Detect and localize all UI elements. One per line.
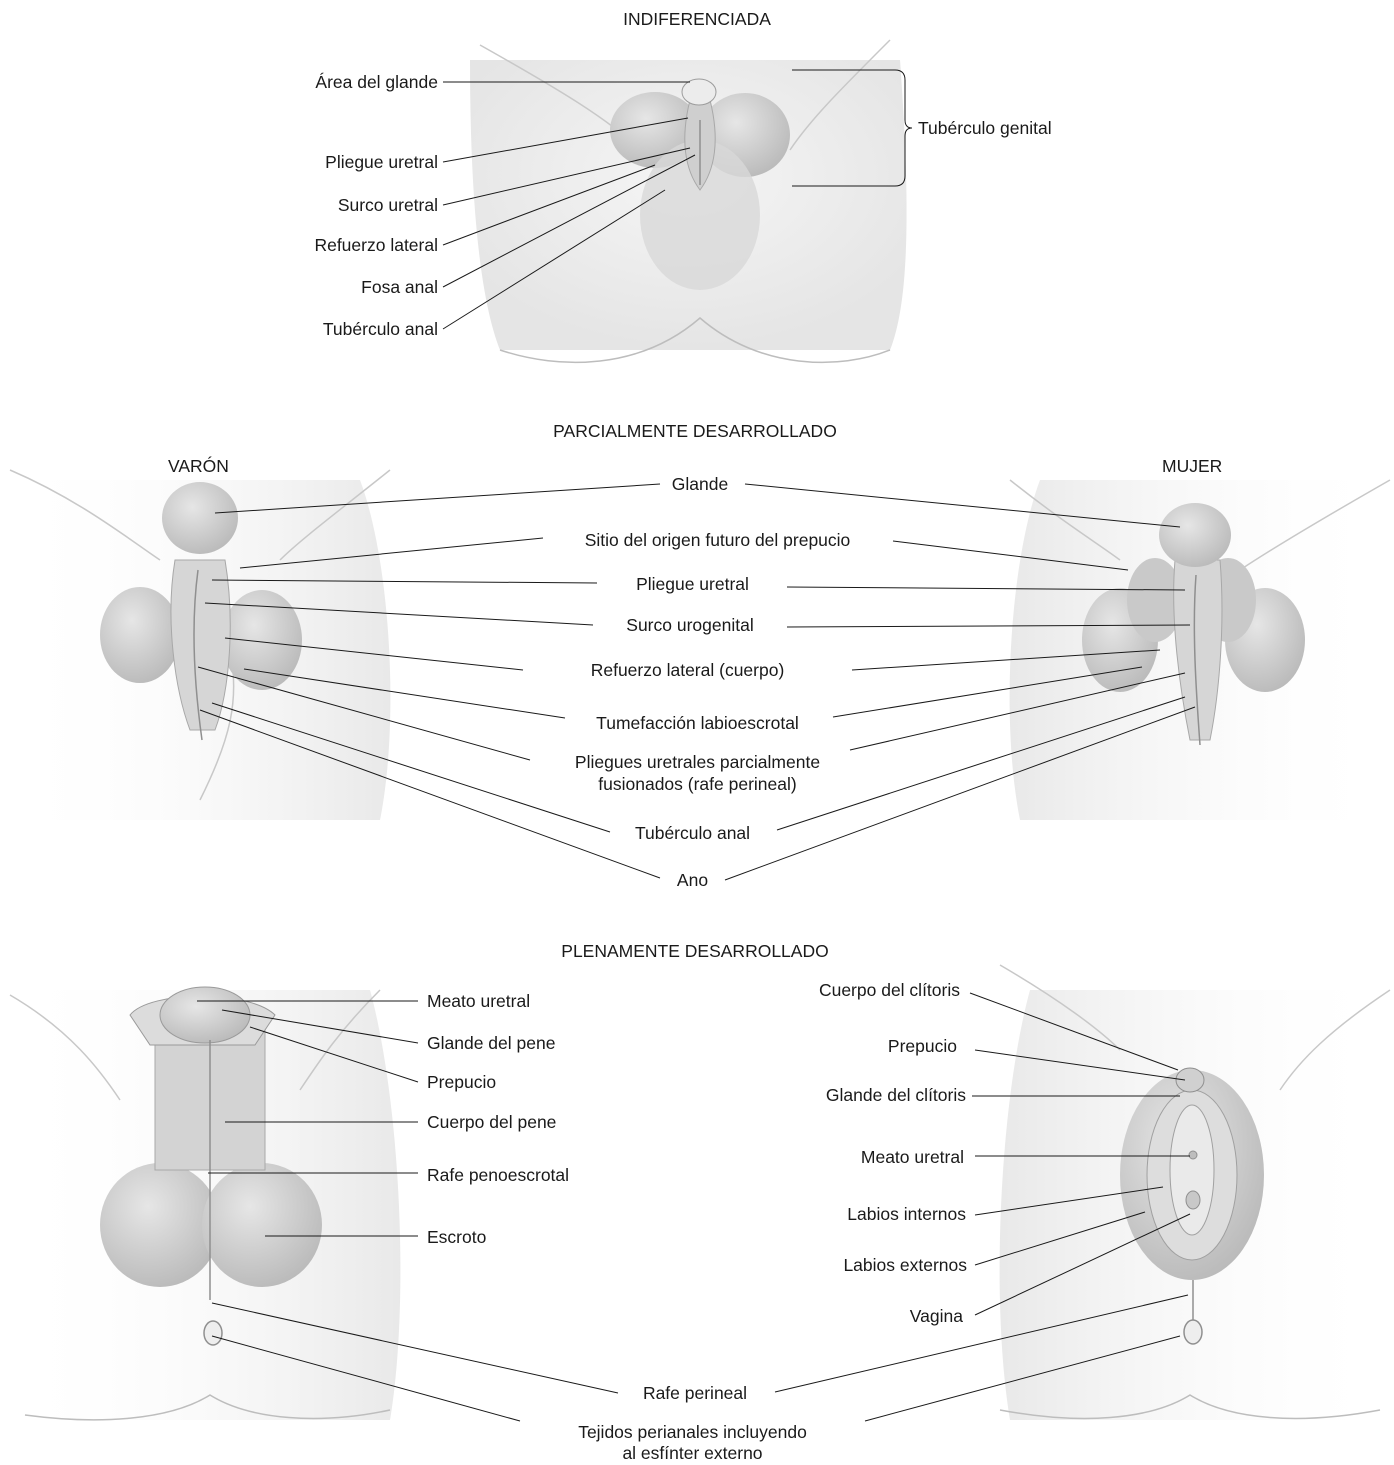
label-perianal-line1: Tejidos perianales incluyendo (578, 1422, 807, 1442)
label-male-urethral-meatus: Meato uretral (427, 991, 531, 1011)
label-lateral-buttress: Refuerzo lateral (314, 235, 438, 255)
label-partial-urethral-fold: Pliegue uretral (636, 574, 749, 594)
full-male-illustration (9, 986, 401, 1421)
label-genital-tubercle: Tubérculo genital (918, 118, 1052, 138)
label-fused-folds-line2: fusionados (rafe perineal) (598, 774, 797, 794)
label-lateral-buttress-body: Refuerzo lateral (cuerpo) (590, 660, 785, 680)
full-title: PLENAMENTE DESARROLLADO (561, 941, 829, 961)
label-clitoris-glans: Glande del clítoris (825, 1085, 966, 1105)
label-partial-anal-tubercle: Tubérculo anal (634, 823, 751, 843)
label-female-urethral-meatus: Meato uretral (860, 1147, 964, 1167)
label-clitoris-body: Cuerpo del clítoris (818, 980, 960, 1000)
label-scrotum: Escroto (427, 1227, 487, 1247)
partial-female-illustration (1009, 479, 1391, 820)
label-penis-body: Cuerpo del pene (427, 1112, 557, 1132)
label-glans: Glande (671, 474, 729, 494)
label-labia-majora: Labios externos (843, 1255, 967, 1275)
label-perianal-line2: al esfínter externo (622, 1443, 763, 1463)
label-penoscrotal-raphe: Rafe penoescrotal (427, 1165, 570, 1185)
indifferent-illustration (470, 39, 907, 364)
label-labia-minora: Labios internos (847, 1204, 966, 1224)
label-anal-tubercle: Tubérculo anal (322, 319, 438, 339)
label-glans-penis: Glande del pene (427, 1033, 556, 1053)
label-urethral-fold: Pliegue uretral (325, 152, 438, 172)
label-anal-pit: Fosa anal (361, 277, 438, 297)
leader-lines (197, 69, 1196, 1422)
female-heading: MUJER (1162, 456, 1223, 476)
indifferent-title: INDIFERENCIADA (623, 9, 771, 29)
partial-title: PARCIALMENTE DESARROLLADO (553, 421, 837, 441)
label-perineal-raphe: Rafe perineal (642, 1383, 748, 1403)
label-urogenital-groove: Surco urogenital (626, 615, 754, 635)
label-female-prepuce: Prepucio (887, 1036, 957, 1056)
label-glans-area: Área del glande (315, 72, 438, 92)
label-urethral-groove: Surco uretral (337, 195, 438, 215)
label-anus: Ano (676, 870, 709, 890)
label-vagina: Vagina (909, 1306, 963, 1326)
full-female-illustration (999, 964, 1391, 1420)
partial-male-illustration (9, 469, 391, 820)
label-fused-folds-line1: Pliegues uretrales parcialmente (574, 752, 821, 772)
male-heading: VARÓN (168, 456, 229, 476)
label-labioscrotal-swelling: Tumefacción labioescrotal (596, 713, 799, 733)
label-prepuce-site: Sitio del origen futuro del prepucio (584, 530, 851, 550)
label-male-prepuce: Prepucio (427, 1072, 497, 1092)
